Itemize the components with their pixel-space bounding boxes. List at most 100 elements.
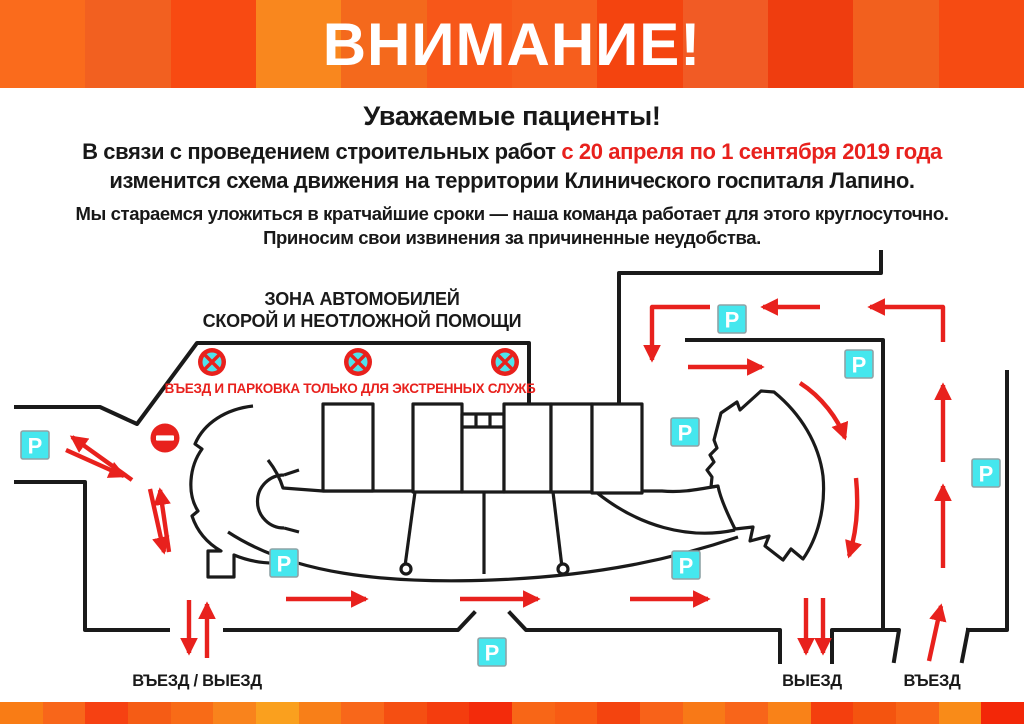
road-bottom-right-segment — [830, 628, 901, 664]
road-bottom-left-segment — [223, 610, 477, 632]
road-right-edge — [966, 370, 1009, 632]
building-tower-3 — [502, 402, 553, 494]
road-upper-left-and-zone — [14, 250, 883, 426]
color-stripe — [511, 0, 598, 88]
arrow-left-in — [65, 447, 127, 479]
color-stripe — [597, 0, 683, 88]
building-tower-2 — [411, 402, 464, 494]
apology-line-1: Мы стараемся уложиться в кратчайшие срок… — [75, 203, 949, 224]
color-stripe — [768, 702, 811, 724]
color-stripe — [85, 702, 129, 724]
banner-title: ВНИМАНИЕ! — [322, 10, 702, 78]
traffic-arrows — [65, 298, 952, 662]
parking-letter: P — [485, 641, 500, 666]
parking-sign: P — [844, 349, 874, 379]
color-stripe — [810, 702, 854, 724]
color-stripe — [298, 702, 342, 724]
building-right-wing — [705, 389, 826, 562]
color-stripe — [170, 702, 214, 724]
site-map: P P P P P P P P ЗОНА АВТОМОБИЛЕЙ СКОРОЙ И НЕОТЛ… — [14, 250, 1009, 690]
arrow-entrance-up — [926, 603, 947, 662]
color-stripe — [512, 702, 555, 724]
entrance-exit-label: ВЪЕЗД / ВЫЕЗД — [132, 672, 262, 690]
no-entry-sign-icon — [150, 423, 180, 453]
building-tower-5 — [590, 402, 644, 495]
color-stripe — [682, 0, 768, 88]
building-left-rotunda — [189, 404, 275, 579]
color-stripe — [981, 702, 1024, 724]
parking-sign: P — [670, 417, 700, 447]
building-left-lobe — [255, 468, 300, 534]
color-stripe — [256, 702, 299, 724]
color-stripe — [255, 0, 342, 88]
color-stripe — [682, 702, 726, 724]
color-stripe — [128, 702, 171, 724]
color-stripe — [341, 0, 427, 88]
attention-banner: ВНИМАНИЕ! — [0, 0, 1024, 88]
color-stripe — [853, 702, 897, 724]
parking-sign: P — [971, 458, 1001, 488]
parking-letter: P — [678, 421, 693, 446]
roads — [14, 250, 1009, 664]
color-stripe — [213, 702, 257, 724]
parking-letter: P — [725, 308, 740, 333]
ambulance-zone-label-line2: СКОРОЙ И НЕОТЛОЖНОЙ ПОМОЩИ — [203, 310, 522, 331]
color-stripe — [0, 702, 43, 724]
color-stripe — [640, 702, 683, 724]
color-stripe — [170, 0, 256, 88]
no-stopping-sign-icon — [344, 348, 372, 376]
notice-dates: с 20 апреля по 1 сентября 2019 года — [561, 139, 942, 164]
building-inner-lobby-curve — [594, 490, 736, 535]
banner-stripes — [0, 0, 1024, 88]
parking-letter: P — [852, 353, 867, 378]
color-stripe — [469, 702, 513, 724]
road-inner-right — [685, 338, 885, 632]
arrow-top-down — [643, 304, 710, 363]
road-bottom-center-segment — [507, 610, 782, 664]
parking-letter: P — [28, 434, 43, 459]
color-stripe — [938, 0, 1024, 88]
color-stripe — [426, 702, 470, 724]
ambulance-zone-label-line1: ЗОНА АВТОМОБИЛЕЙ — [264, 288, 459, 309]
road-entrance-flare — [959, 627, 971, 664]
parking-letter: P — [277, 552, 292, 577]
no-stopping-sign-icon — [198, 348, 226, 376]
color-stripe — [725, 702, 769, 724]
parking-letter: P — [979, 462, 994, 487]
parking-sign: P — [269, 548, 299, 578]
color-stripe — [597, 702, 641, 724]
color-stripe — [85, 0, 171, 88]
notice-line-1: В связи с проведением строительных работ… — [0, 139, 1024, 165]
color-stripe — [384, 702, 427, 724]
arrow-top-left-1 — [867, 298, 946, 342]
color-stripe — [341, 702, 385, 724]
exit-label: ВЫЕЗД — [782, 672, 842, 690]
color-stripe — [896, 702, 939, 724]
footer-stripes — [0, 702, 1024, 724]
notice-line-1-black: В связи с проведением строительных работ — [82, 139, 562, 164]
color-stripe — [0, 0, 86, 88]
no-stopping-sign-icon — [491, 348, 519, 376]
emergency-only-label: ВЪЕЗД И ПАРКОВКА ТОЛЬКО ДЛЯ ЭКСТРЕННЫХ С… — [165, 381, 536, 396]
arrow-curve-lower — [845, 477, 862, 559]
greeting-line: Уважаемые пациенты! — [363, 101, 661, 131]
building-tower-4 — [549, 402, 594, 494]
color-stripe — [938, 702, 982, 724]
building-tower-1 — [321, 402, 375, 493]
building-radial-divider-3 — [551, 491, 564, 568]
color-stripe — [554, 702, 598, 724]
arrow-left-down — [147, 488, 170, 555]
arrow-curve-upper — [798, 381, 849, 441]
color-stripe — [42, 702, 86, 724]
parking-letter: P — [679, 554, 694, 579]
apology-line-2: Приносим свои извинения за причиненные н… — [263, 227, 761, 248]
notice-line-2: изменится схема движения на территории К… — [109, 168, 915, 193]
parking-sign: P — [671, 550, 701, 580]
parking-sign: P — [20, 430, 50, 460]
color-stripe — [426, 0, 512, 88]
footer-stripe-row — [0, 702, 1024, 724]
parking-sign: P — [717, 304, 747, 334]
signs-layer: P P P P P P P P — [20, 304, 1001, 667]
entrance-label: ВЪЕЗД — [903, 672, 961, 690]
road-lower-left — [14, 480, 170, 632]
